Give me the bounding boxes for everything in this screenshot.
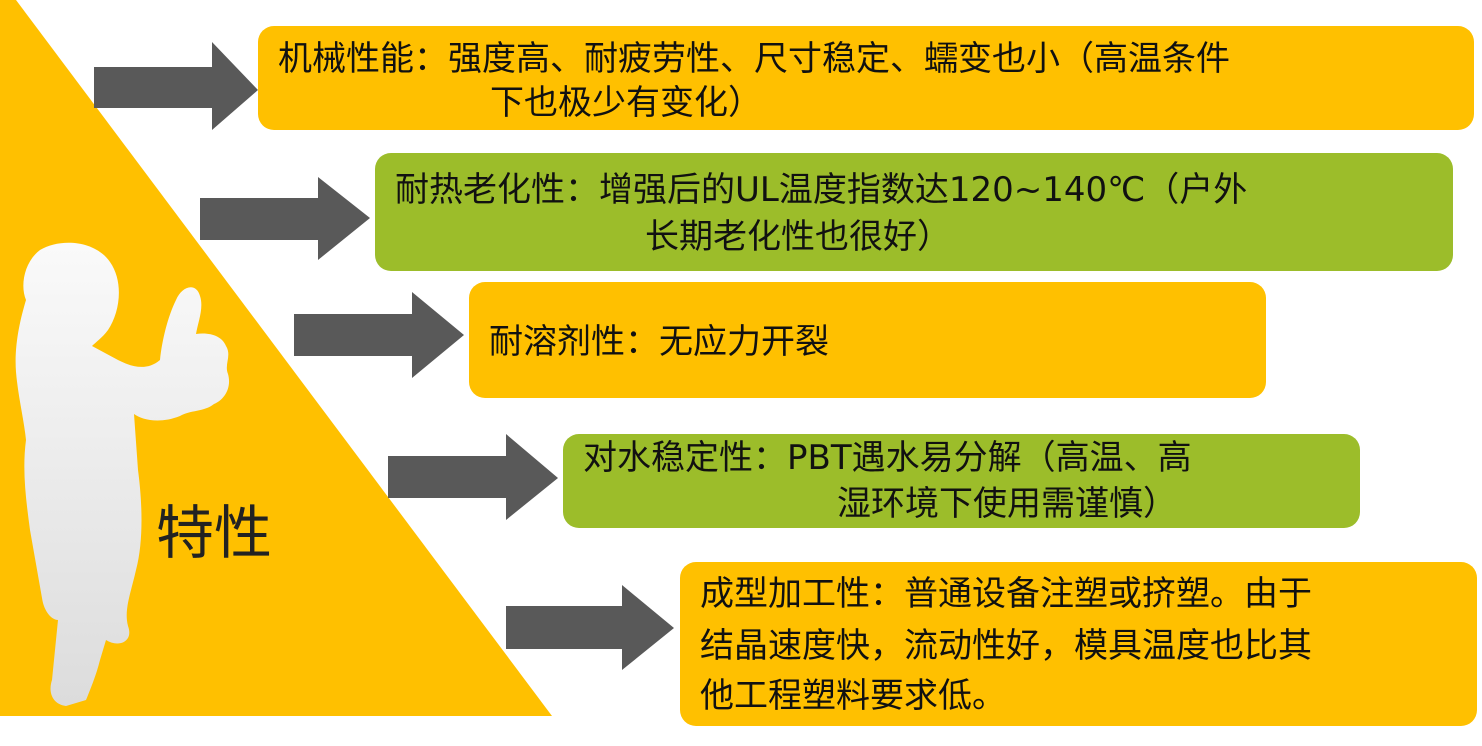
property-box-water: 对水稳定性：PBT遇水易分解（高温、高 湿环境下使用需谨慎） xyxy=(563,434,1360,528)
arrow-right-icon xyxy=(94,42,258,130)
property-box-solvent: 耐溶剂性：无应力开裂 xyxy=(469,282,1266,398)
thumbs-up-person-icon xyxy=(15,242,230,707)
property-box-heat-aging: 耐热老化性：增强后的UL温度指数达120~140℃（户外 长期老化性也很好） xyxy=(375,153,1453,271)
property-text-line2: 结晶速度快，流动性好，模具温度也比其 xyxy=(700,626,1312,666)
property-text-line1: 耐热老化性：增强后的UL温度指数达120~140℃（户外 xyxy=(395,170,1248,210)
property-text-line1: 机械性能：强度高、耐疲劳性、尺寸稳定、蠕变也小（高温条件 xyxy=(278,39,1230,79)
property-text-line1: 成型加工性：普通设备注塑或挤塑。由于 xyxy=(700,574,1312,614)
property-text-line1: 耐溶剂性：无应力开裂 xyxy=(489,322,829,362)
title-label: 特性 xyxy=(156,499,273,567)
property-text-line2: 长期老化性也很好） xyxy=(645,217,951,257)
arrow-right-icon xyxy=(506,585,674,670)
property-box-mechanical: 机械性能：强度高、耐疲劳性、尺寸稳定、蠕变也小（高温条件 下也极少有变化） xyxy=(258,26,1474,130)
arrow-right-icon xyxy=(200,177,370,260)
property-text-line1: 对水稳定性：PBT遇水易分解（高温、高 xyxy=(583,438,1192,478)
property-box-processing: 成型加工性：普通设备注塑或挤塑。由于 结晶速度快，流动性好，模具温度也比其 他工… xyxy=(680,562,1477,726)
arrow-right-icon xyxy=(294,292,464,378)
property-text-line3: 他工程塑料要求低。 xyxy=(700,676,1006,716)
property-text-line2: 湿环境下使用需谨慎） xyxy=(837,484,1177,524)
property-text-line2: 下也极少有变化） xyxy=(490,83,762,123)
arrow-right-icon xyxy=(388,434,558,520)
